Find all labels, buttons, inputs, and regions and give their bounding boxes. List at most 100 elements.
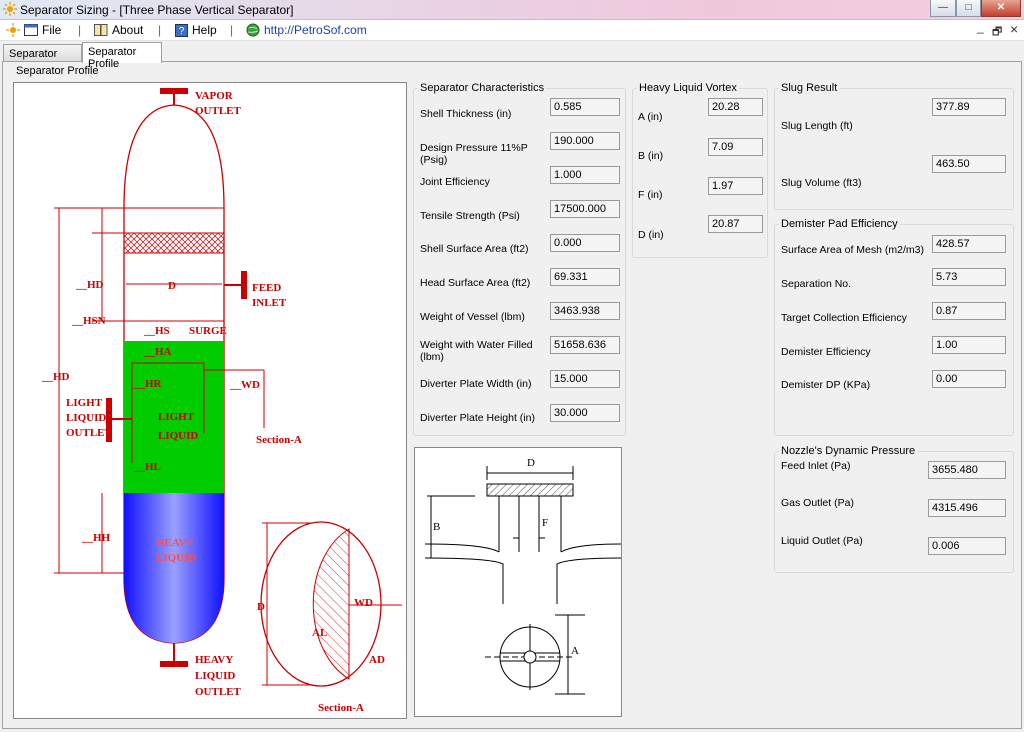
nozzle-feed-inlet-pa-label: Feed Inlet (Pa) bbox=[781, 460, 851, 472]
separator-diagram: VAPOR OUTLET FEED INLET D SURGE __HD __H… bbox=[13, 82, 407, 719]
heavy-liquid-vortex-title: Heavy Liquid Vortex bbox=[637, 82, 739, 94]
section-al-label: AL bbox=[312, 627, 327, 639]
demister-demister-efficiency-value[interactable]: 1.00 bbox=[932, 336, 1006, 354]
characteristics-diverter-plate-height-in-value[interactable]: 30.000 bbox=[550, 404, 620, 422]
demister-separation-no-value[interactable]: 5.73 bbox=[932, 268, 1006, 286]
characteristics-tensile-strength-psi-value[interactable]: 17500.000 bbox=[550, 200, 620, 218]
nozzle-gas-outlet-pa-label: Gas Outlet (Pa) bbox=[781, 497, 854, 509]
menu-file[interactable]: File bbox=[6, 23, 61, 37]
feed-inlet-label: INLET bbox=[252, 297, 287, 309]
title-bar: Separator Sizing - [Three Phase Vertical… bbox=[0, 0, 1024, 20]
window-title: Separator Sizing - [Three Phase Vertical… bbox=[20, 3, 294, 17]
characteristics-weight-with-water-filled-lbm-value[interactable]: 51658.636 bbox=[550, 336, 620, 354]
hh-label: __HH bbox=[81, 532, 111, 544]
tab-strip: Separator Sizing Separator Profile bbox=[0, 42, 1024, 72]
section-wd-label: WD bbox=[354, 597, 373, 609]
menu-separator: | bbox=[158, 23, 162, 37]
vortex-f-in-value[interactable]: 1.97 bbox=[708, 177, 763, 195]
hsn-label: __HSN bbox=[71, 315, 106, 327]
help-icon: ? bbox=[175, 23, 188, 37]
demister-target-collection-efficiency-label: Target Collection Efficiency bbox=[781, 312, 907, 324]
maximize-button[interactable]: □ bbox=[956, 0, 981, 17]
heavy-liquid-outlet-label: LIQUID bbox=[195, 670, 235, 682]
separator-drawing: VAPOR OUTLET FEED INLET D SURGE __HD __H… bbox=[41, 88, 402, 714]
vortex-breaker-diagram: D B F A bbox=[414, 447, 622, 717]
page-group-title: Separator Profile bbox=[14, 65, 101, 77]
menu-help[interactable]: ? Help bbox=[175, 23, 217, 37]
menu-about[interactable]: About bbox=[94, 23, 143, 37]
characteristics-diverter-plate-width-in-value[interactable]: 15.000 bbox=[550, 370, 620, 388]
vapor-outlet-label: OUTLET bbox=[195, 105, 242, 117]
menu-help-label: Help bbox=[192, 23, 217, 37]
light-liquid-inner-label: LIGHT bbox=[158, 411, 195, 423]
feed-inlet-label: FEED bbox=[252, 282, 281, 294]
menu-separator: | bbox=[230, 23, 234, 37]
wd-label: __WD bbox=[229, 379, 260, 391]
vapor-outlet-label: VAPOR bbox=[195, 90, 234, 102]
demister-title: Demister Pad Efficiency bbox=[779, 218, 900, 230]
characteristics-shell-thickness-in-label: Shell Thickness (in) bbox=[420, 108, 512, 120]
characteristics-design-pressure-11-p-psig-value[interactable]: 190.000 bbox=[550, 132, 620, 150]
vortex-f-in-label: F (in) bbox=[638, 189, 663, 201]
mdi-restore-button[interactable]: 🗗 bbox=[992, 26, 1003, 38]
hs-label: __HS bbox=[143, 325, 170, 337]
heavy-liquid-outlet-label: OUTLET bbox=[195, 686, 242, 698]
slug-slug-volume-ft3-label: Slug Volume (ft3) bbox=[781, 177, 862, 189]
light-liquid-outlet-label: LIQUID bbox=[66, 412, 106, 424]
tab-separator-sizing[interactable]: Separator Sizing bbox=[3, 44, 82, 72]
book-icon bbox=[94, 24, 108, 36]
nozzle-feed-inlet-pa-value[interactable]: 3655.480 bbox=[928, 461, 1006, 479]
minimize-button[interactable]: — bbox=[930, 0, 956, 17]
svg-text:?: ? bbox=[179, 26, 185, 37]
slug-result-title: Slug Result bbox=[779, 82, 840, 94]
characteristics-design-pressure-11-p-psig-label: Design Pressure 11%P (Psig) bbox=[420, 142, 528, 166]
window-icon bbox=[24, 24, 38, 36]
nozzle-gas-outlet-pa-value[interactable]: 4315.496 bbox=[928, 499, 1006, 517]
website-link-label: http://PetroSof.com bbox=[264, 23, 367, 37]
characteristics-tensile-strength-psi-label: Tensile Strength (Psi) bbox=[420, 210, 520, 222]
characteristics-joint-efficiency-label: Joint Efficiency bbox=[420, 176, 490, 188]
demister-demister-dp-kpa-label: Demister DP (KPa) bbox=[781, 379, 871, 391]
mdi-minimize-button[interactable]: _ bbox=[977, 20, 984, 34]
sun-icon bbox=[6, 23, 20, 37]
characteristics-diverter-plate-width-in-label: Diverter Plate Width (in) bbox=[420, 378, 532, 390]
nozzle-liquid-outlet-pa-label: Liquid Outlet (Pa) bbox=[781, 535, 863, 547]
slug-slug-volume-ft3-value[interactable]: 463.50 bbox=[932, 155, 1006, 173]
vortex-d-in-label: D (in) bbox=[638, 229, 664, 241]
characteristics-joint-efficiency-value[interactable]: 1.000 bbox=[550, 166, 620, 184]
characteristics-shell-surface-area-ft2-value[interactable]: 0.000 bbox=[550, 234, 620, 252]
mdi-close-button[interactable]: × bbox=[1010, 21, 1019, 37]
characteristics-weight-with-water-filled-lbm-label: Weight with Water Filled (lbm) bbox=[420, 339, 533, 363]
characteristics-shell-thickness-in-value[interactable]: 0.585 bbox=[550, 98, 620, 116]
nozzle-liquid-outlet-pa-value[interactable]: 0.006 bbox=[928, 537, 1006, 555]
section-a-caption: Section-A bbox=[318, 702, 364, 714]
hd-label: __HD bbox=[75, 279, 104, 291]
tab-separator-profile[interactable]: Separator Profile bbox=[82, 42, 162, 70]
nozzle-title: Nozzle's Dynamic Pressure bbox=[779, 445, 918, 457]
hd-total-label: __HD bbox=[41, 371, 70, 383]
demister-target-collection-efficiency-value[interactable]: 0.87 bbox=[932, 302, 1006, 320]
close-button[interactable]: ✕ bbox=[981, 0, 1021, 17]
characteristics-head-surface-area-ft2-value[interactable]: 69.331 bbox=[550, 268, 620, 286]
website-link[interactable]: http://PetroSof.com bbox=[246, 23, 367, 37]
vortex-a-in-value[interactable]: 20.28 bbox=[708, 98, 763, 116]
light-liquid-inner-label: LIQUID bbox=[158, 430, 198, 442]
vortex-b-in-value[interactable]: 7.09 bbox=[708, 138, 763, 156]
menu-file-label: File bbox=[42, 23, 62, 37]
hl-label: __HL bbox=[133, 461, 161, 473]
vortex-a-label: A bbox=[571, 645, 579, 657]
demister-surface-area-of-mesh-m2-m3-label: Surface Area of Mesh (m2/m3) bbox=[781, 244, 924, 256]
slug-slug-length-ft-value[interactable]: 377.89 bbox=[932, 98, 1006, 116]
vortex-d-in-value[interactable]: 20.87 bbox=[708, 215, 763, 233]
globe-icon bbox=[246, 23, 260, 37]
heavy-liquid-inner-label: HEAVY bbox=[156, 537, 194, 549]
characteristics-weight-of-vessel-lbm-value[interactable]: 3463.938 bbox=[550, 302, 620, 320]
menu-separator: | bbox=[78, 23, 82, 37]
menu-about-label: About bbox=[112, 23, 144, 37]
vortex-d-label: D bbox=[527, 457, 535, 469]
demister-surface-area-of-mesh-m2-m3-value[interactable]: 428.57 bbox=[932, 235, 1006, 253]
separator-characteristics-title: Separator Characteristics bbox=[418, 82, 547, 94]
demister-demister-dp-kpa-value[interactable]: 0.00 bbox=[932, 370, 1006, 388]
characteristics-weight-of-vessel-lbm-label: Weight of Vessel (lbm) bbox=[420, 311, 525, 323]
section-d-label: D bbox=[257, 601, 265, 613]
